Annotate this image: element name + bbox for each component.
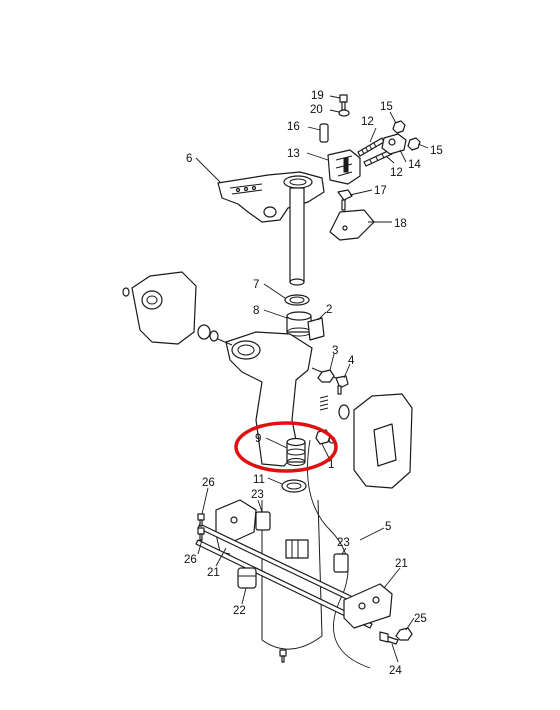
callout-5: 5 (385, 521, 391, 533)
spring (319, 395, 329, 411)
part-21-bracket-right (343, 583, 393, 629)
part-26-bolt-lower (197, 527, 205, 541)
part-15-nut-upper (392, 120, 406, 134)
callout-25: 25 (414, 613, 427, 625)
callout-12-upper: 12 (361, 116, 374, 128)
part-19-bolt (339, 94, 348, 111)
part-4-bolt (335, 375, 349, 395)
part-25-nut (395, 627, 413, 641)
part-9-bushing (286, 437, 306, 466)
callout-17: 17 (374, 185, 387, 197)
part-12-bolt-upper (357, 137, 385, 157)
part-16-pin (319, 123, 329, 143)
callout-15-lower: 15 (430, 145, 443, 157)
part-17-clip (337, 189, 353, 211)
callout-3: 3 (332, 345, 338, 357)
washer-right (338, 404, 350, 420)
callout-4: 4 (348, 355, 355, 367)
part-14-link-plate (381, 133, 407, 155)
part-2-clip (307, 317, 325, 341)
highlight-ellipse (234, 421, 338, 473)
part-22-pad (237, 567, 257, 589)
callout-11: 11 (253, 474, 265, 486)
part-20-washer (338, 109, 350, 117)
callout-24: 24 (389, 665, 402, 677)
part-26-bolt-upper (197, 513, 205, 527)
lower-housing (261, 499, 323, 650)
callout-12-lower: 12 (390, 167, 403, 179)
part-8-bushing (286, 311, 312, 337)
part-7-washer (284, 294, 310, 306)
callout-1: 1 (328, 459, 334, 471)
callout-2: 2 (326, 304, 332, 316)
part-18-plate (329, 209, 375, 241)
part-11-ring (281, 479, 307, 493)
callout-7: 7 (253, 279, 259, 291)
callout-labels: 19 20 16 15 15 12 12 14 13 6 17 18 7 8 2… (184, 90, 443, 677)
left-clamp-bracket (122, 271, 197, 345)
callout-21-left: 21 (207, 567, 220, 579)
part-15-nut-lower (407, 137, 421, 151)
callout-18: 18 (394, 218, 407, 230)
callout-21-right: 21 (395, 558, 408, 570)
callout-23-upper: 23 (251, 489, 264, 501)
callout-14: 14 (408, 159, 421, 171)
steering-shaft (289, 187, 305, 286)
leader-lines (195, 95, 429, 663)
part-23-pad-right (333, 553, 349, 573)
callout-16: 16 (287, 121, 300, 133)
callout-26-lower: 26 (184, 554, 197, 566)
callout-22: 22 (233, 605, 246, 617)
part-13-bracket (327, 149, 361, 185)
small-bolt (279, 649, 287, 663)
callout-26-upper: 26 (202, 477, 215, 489)
callout-23-lower: 23 (337, 537, 350, 549)
callout-8: 8 (253, 305, 259, 317)
callout-9: 9 (255, 433, 261, 445)
callout-15-upper: 15 (380, 101, 393, 113)
callout-6: 6 (186, 153, 192, 165)
part-24-bolt (379, 631, 399, 645)
callout-19: 19 (311, 90, 324, 102)
callout-13: 13 (287, 148, 300, 160)
part-23-pad-left (255, 511, 271, 531)
swivel-bracket (197, 324, 337, 467)
callout-20: 20 (310, 104, 323, 116)
part-6-steering-arm (217, 171, 325, 223)
right-clamp-bracket (353, 393, 413, 489)
